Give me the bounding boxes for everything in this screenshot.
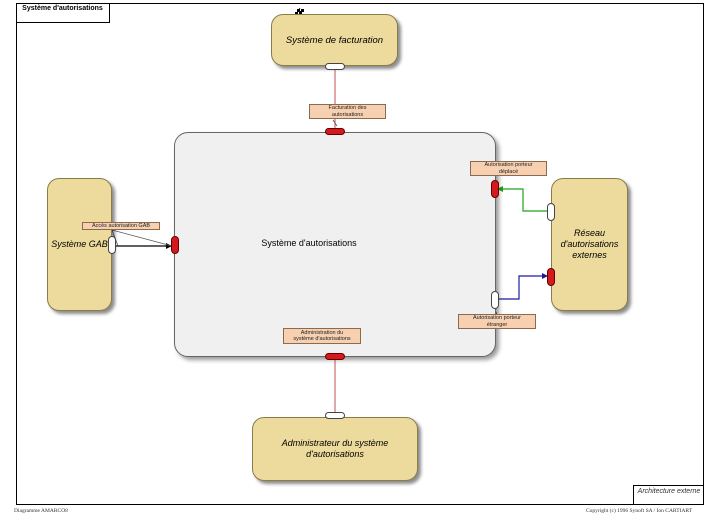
port-reseau-etranger bbox=[547, 268, 555, 286]
diagram-title: Système d'autorisations bbox=[16, 3, 110, 23]
port-reseau-deplace bbox=[547, 203, 555, 221]
flow-porteur-deplace: Autorisation porteur déplacé bbox=[470, 161, 547, 176]
flow-porteur-etranger: Autorisation porteur étranger bbox=[458, 314, 536, 329]
flow-admin: Administration du système d'autorisation… bbox=[283, 328, 361, 344]
port-core-deplace bbox=[491, 180, 499, 198]
port-core-facturation bbox=[325, 128, 345, 135]
entity-facturation-label: Système de facturation bbox=[285, 34, 384, 46]
footer-left: Diagramme AMARCO8 bbox=[14, 508, 68, 514]
core-system-label: Système d'autorisations bbox=[261, 238, 357, 248]
port-core-gab bbox=[171, 236, 179, 254]
entity-gab[interactable]: Système GAB bbox=[47, 178, 112, 311]
entity-facturation[interactable]: Système de facturation bbox=[271, 14, 398, 66]
flow-gab: Accès autorisation GAB bbox=[82, 222, 160, 230]
diagram-frame bbox=[16, 3, 704, 505]
entity-admin[interactable]: Administrateur du système d'autorisation… bbox=[252, 417, 418, 481]
frame-label: Architecture externe bbox=[633, 485, 704, 505]
port-gab-out bbox=[108, 236, 116, 254]
port-core-admin bbox=[325, 353, 345, 360]
port-admin-out bbox=[325, 412, 345, 419]
footer-right: Copyright (c) 1996 Synoft SA / Ion CARTI… bbox=[586, 508, 693, 514]
link-porteur-etranger bbox=[497, 275, 548, 300]
flow-facturation: Facturation des autorisations bbox=[309, 104, 386, 119]
entity-admin-label: Administrateur du système d'autorisation… bbox=[281, 438, 389, 459]
entity-reseau[interactable]: Réseau d'autorisations externes bbox=[551, 178, 628, 311]
entity-gab-label: Système GAB bbox=[51, 239, 108, 249]
port-facturation-out bbox=[325, 63, 345, 70]
entity-reseau-label: Réseau d'autorisations externes bbox=[560, 228, 619, 260]
port-core-etranger bbox=[491, 291, 499, 309]
link-porteur-deplace bbox=[497, 188, 547, 212]
core-system[interactable] bbox=[174, 132, 496, 357]
